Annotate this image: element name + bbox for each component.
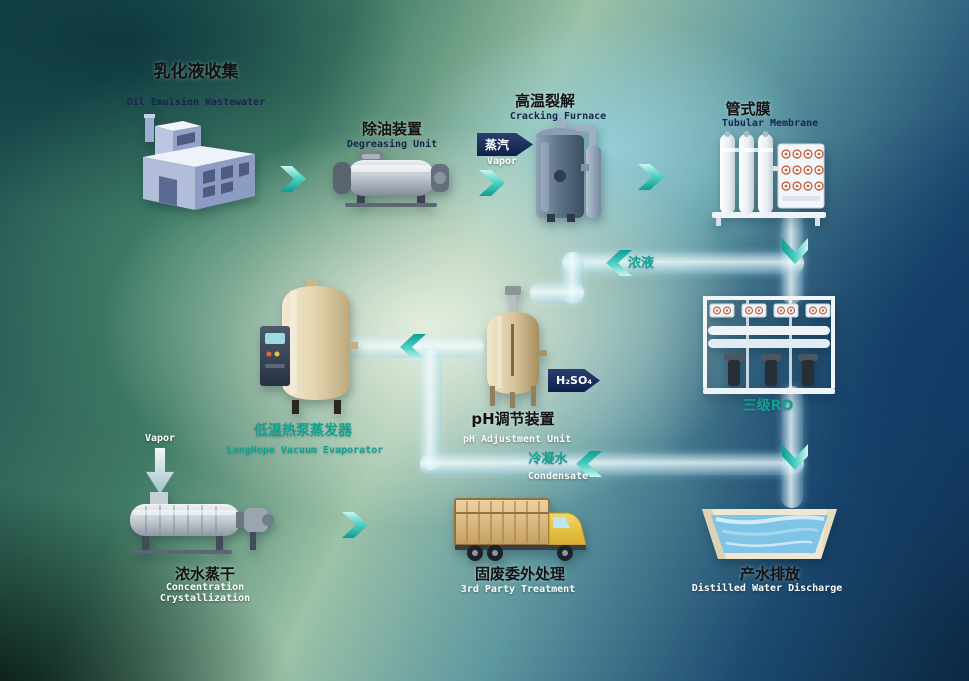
cracking-label-zh: 高温裂解 — [514, 92, 575, 110]
pipe-condensate — [420, 453, 804, 475]
vapor-in-label-en: Vapor — [486, 156, 518, 167]
ro-label: 三级RO — [742, 398, 794, 414]
disposal-label-zh: 固废委外处理 — [474, 565, 565, 583]
tubular-membrane-illustration — [712, 131, 826, 226]
furnace-illustration — [536, 118, 601, 222]
discharge-label-en: Distilled Water Discharge — [691, 583, 843, 594]
discharge-basin-illustration — [702, 509, 837, 559]
membrane-label-en: Tubular Membrane — [721, 118, 819, 129]
pipe-ph-to-evaporator — [348, 336, 484, 358]
degreasing-label-en: Degreasing Unit — [346, 139, 438, 150]
crystallizer-illustration — [130, 492, 274, 554]
ph-label-en: pH Adjustment Unit — [462, 434, 572, 445]
crystallization-label-en2: Crystallization — [159, 593, 251, 604]
condensate-label-zh: 冷凝水 — [528, 452, 568, 467]
disposal-label-en: 3rd Party Treatment — [460, 584, 576, 595]
evaporator-label-zh: 低温热泵蒸发器 — [254, 423, 352, 439]
condensate-label-en: Condensate — [527, 471, 589, 482]
collection-label-zh: 乳化液收集 — [153, 62, 239, 82]
pipe-concentrate-stub — [530, 282, 584, 304]
vapor-in-tag-text: 蒸汽 — [485, 138, 510, 152]
membrane-label-zh: 管式膜 — [725, 100, 771, 118]
truck-illustration — [454, 498, 587, 561]
vapor-out-label: Vapor — [144, 433, 176, 444]
pipe-ro-to-basin — [781, 386, 803, 508]
collection-label-en: Oil Emulsion Wastewater — [126, 97, 266, 108]
degreasing-label-zh: 除油装置 — [361, 120, 422, 138]
crystallization-label-en1: Concentration — [165, 582, 245, 593]
vapor-down-arrow — [146, 448, 174, 494]
ro-unit-illustration — [703, 296, 835, 394]
cracking-label-en: Cracking Furnace — [509, 111, 607, 122]
ph-reactor-illustration — [487, 286, 547, 408]
concentrate-label: 浓液 — [628, 256, 655, 271]
arrow-cracking-to-membrane — [638, 164, 664, 190]
ph-label-zh: pH调节装置 — [471, 410, 555, 428]
evaporator-illustration — [260, 280, 358, 414]
crystallization-label-zh: 浓水蒸干 — [174, 565, 235, 583]
factory-illustration — [143, 114, 255, 210]
degreaser-illustration — [333, 151, 449, 207]
discharge-label-zh: 产水排放 — [739, 565, 800, 583]
vapor-in-tag: 蒸汽 — [477, 133, 533, 156]
h2so4-tag: H₂SO₄ — [548, 369, 600, 392]
h2so4-tag-text: H₂SO₄ — [556, 374, 593, 387]
arrow-degreasing-to-cracking — [479, 170, 505, 196]
pipe-ph-drop — [420, 350, 442, 470]
arrow-crystallizer-to-truck — [342, 512, 368, 538]
arrow-collection-to-degreasing — [280, 166, 306, 192]
evaporator-label-en: LongHope Vacuum Evaporator — [226, 445, 384, 456]
